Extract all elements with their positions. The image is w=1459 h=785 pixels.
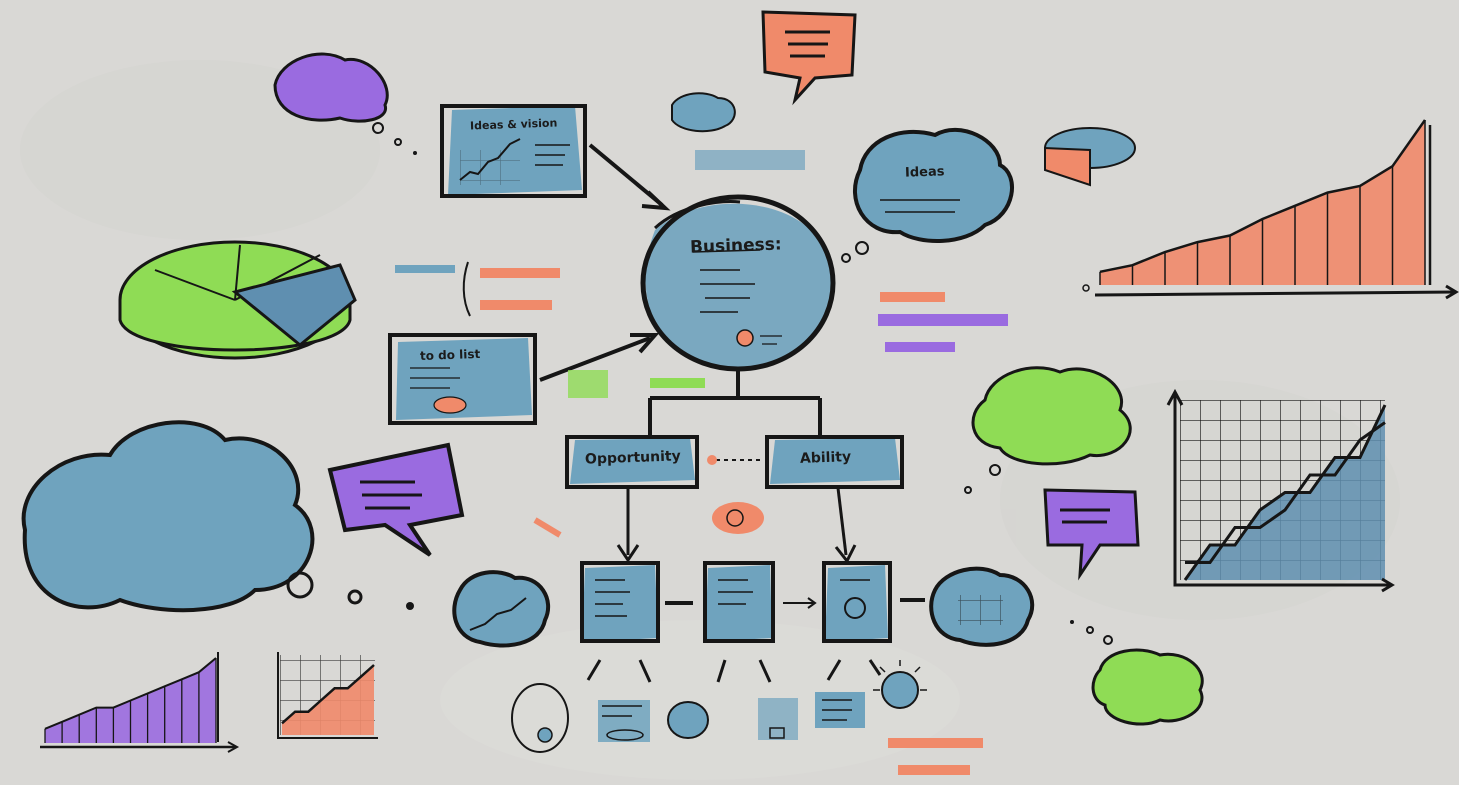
arrow-todo-to-hub xyxy=(539,336,651,382)
spiral-icon xyxy=(712,502,764,534)
bottom-card-1 xyxy=(580,561,660,643)
todo-title: to do list xyxy=(419,346,481,364)
area-chart-top-right xyxy=(1082,119,1459,300)
opportunity-title: Opportunity xyxy=(584,448,681,468)
speech-bubble-purple-left xyxy=(327,442,465,557)
opportunity-box xyxy=(565,435,699,489)
leaf-bubble-4 xyxy=(758,698,798,740)
leaf-bubble-5 xyxy=(815,692,865,728)
central-title: Business: xyxy=(689,234,783,258)
pie-chart-small xyxy=(1044,127,1136,187)
large-blue-cloud-left xyxy=(21,420,414,613)
hub-tree-connectors xyxy=(648,368,822,437)
cloud-ideas-title: Ideas xyxy=(904,164,945,181)
central-hub xyxy=(640,194,836,372)
small-cloud-chart-left xyxy=(452,570,551,648)
bottom-card-3 xyxy=(822,561,892,643)
lightbulb-icon xyxy=(873,660,927,709)
ability-title: Ability xyxy=(799,449,852,467)
todo-card xyxy=(388,333,537,425)
leaf-connectors xyxy=(586,659,882,683)
highlighter-notes xyxy=(395,261,1008,538)
green-cloud-right xyxy=(964,366,1132,494)
speech-bubble-purple-right xyxy=(1043,488,1140,581)
small-cloud-chart-right xyxy=(929,566,1035,647)
salmon-highlight xyxy=(898,765,970,775)
salmon-highlight xyxy=(888,738,983,748)
leaf-bubble-3 xyxy=(667,701,709,739)
grid-line-chart-right xyxy=(1166,388,1395,593)
arrow-ability-down xyxy=(836,487,848,556)
ability-box xyxy=(765,435,904,489)
arrowhead-icon xyxy=(641,190,671,211)
speech-bubble-salmon xyxy=(761,10,857,106)
top-chart-card xyxy=(440,104,587,198)
blue-cloud-ideas xyxy=(841,127,1014,263)
small-blue-cloud-top xyxy=(671,92,805,170)
green-pie-chart-3d xyxy=(118,240,357,360)
grid-chart-bottom-small xyxy=(277,652,378,739)
bottom-card-2 xyxy=(703,561,775,643)
leaf-bubble-1 xyxy=(511,683,569,753)
arrowhead-icon xyxy=(630,333,660,354)
leaf-bubble-2 xyxy=(598,700,650,742)
area-chart-bottom-left xyxy=(40,652,240,753)
green-cloud-bottom-right xyxy=(1070,620,1204,726)
purple-cloud-top-left xyxy=(273,52,417,155)
